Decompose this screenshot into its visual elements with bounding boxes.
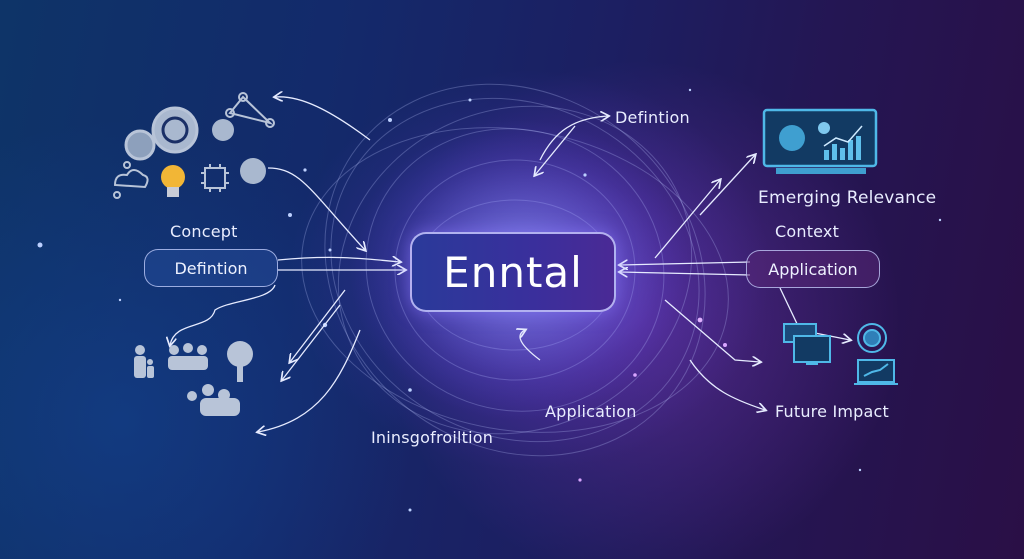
cloud-network-icon xyxy=(113,161,149,199)
team-icon xyxy=(187,384,240,416)
dual-screen-icon xyxy=(783,323,831,365)
globe-network-icon xyxy=(857,323,887,353)
application-label-bottom: Application xyxy=(545,402,637,421)
central-node[interactable]: Enntal xyxy=(410,232,616,312)
concept-label: Concept xyxy=(170,222,238,241)
emerging-relevance-label: Emerging Relevance xyxy=(758,188,937,208)
lightbulb-icon xyxy=(161,165,185,197)
chip-icon xyxy=(201,164,229,192)
application-pill-right[interactable]: Application xyxy=(746,250,880,288)
brain-bubble-icon xyxy=(212,119,234,141)
speech-bubbles-icon xyxy=(124,106,199,161)
people-icon-cluster xyxy=(134,341,253,416)
information-label-bottom: Ininsgofroiltion xyxy=(371,428,494,447)
globe-tree-icon xyxy=(227,341,253,382)
network-nodes-icon xyxy=(225,92,275,128)
concept-icon-cluster xyxy=(113,92,275,199)
brain-bubble-icon xyxy=(240,158,266,184)
laptop-chart-icon xyxy=(854,359,898,385)
arrows xyxy=(170,97,850,432)
group-icon xyxy=(168,343,208,370)
context-label: Context xyxy=(775,222,840,241)
dashboard-monitor-icon xyxy=(762,108,878,174)
definition-pill-left[interactable]: Defintion xyxy=(144,249,278,287)
person-child-icon xyxy=(134,345,154,378)
stars xyxy=(37,88,942,512)
definition-label-top: Defintion xyxy=(615,108,690,127)
future-impact-label: Future Impact xyxy=(775,402,889,421)
right-bottom-icons xyxy=(783,323,898,385)
